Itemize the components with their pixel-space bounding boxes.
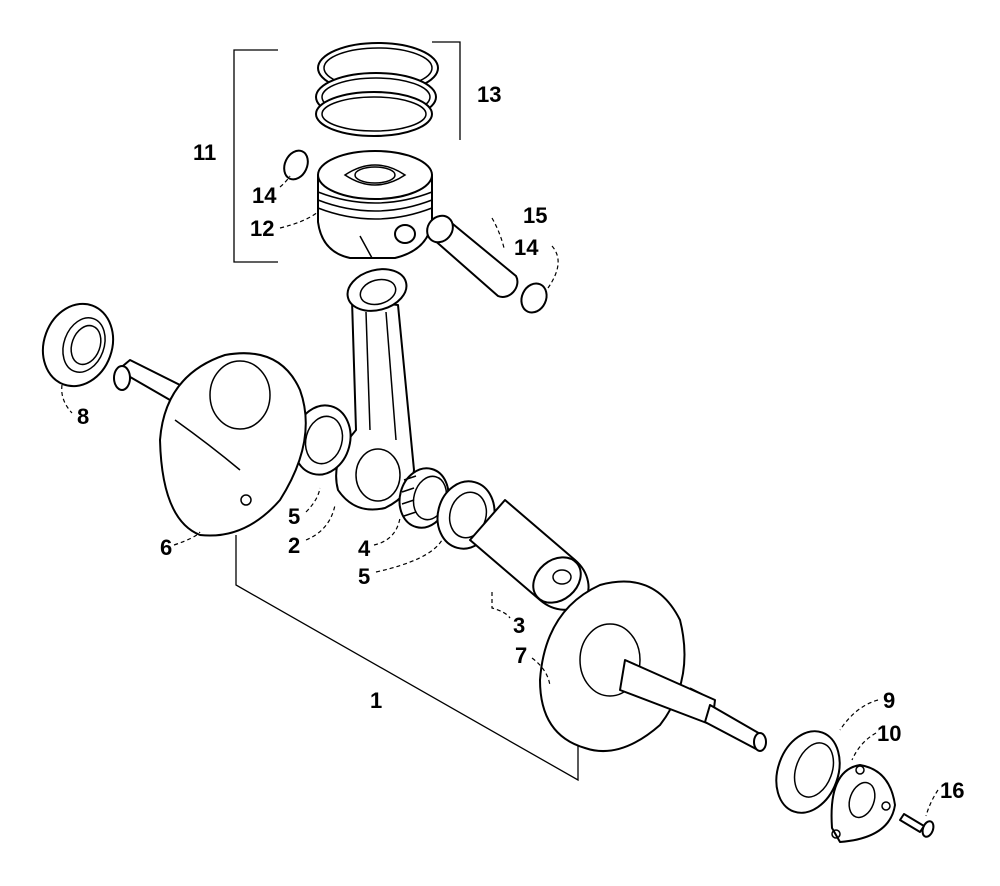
callout-11: 11	[193, 140, 216, 165]
callout-14-upper: 14	[252, 183, 277, 208]
callout-3: 3	[513, 613, 525, 638]
callout-16: 16	[940, 778, 964, 803]
piston	[317, 150, 433, 259]
callout-5-right: 5	[358, 564, 370, 589]
connecting-rod	[335, 268, 415, 511]
piston-pin	[426, 214, 519, 298]
callout-8: 8	[77, 404, 89, 429]
callout-7: 7	[515, 643, 527, 668]
bracket-crankshaft-assembly	[235, 535, 579, 782]
callout-15: 15	[523, 203, 547, 228]
circlip-lower	[520, 282, 548, 314]
leader-lines	[61, 175, 939, 817]
callout-10: 10	[877, 721, 901, 746]
crank-half-right	[539, 580, 767, 752]
crank-half-left	[113, 352, 307, 537]
callout-14-lower: 14	[514, 235, 539, 260]
retainer-plate	[830, 764, 896, 843]
callout-labels: 1 2 3 4 5 5 6 7 8 9 10 11 12 13 14 14 15…	[77, 82, 964, 803]
callout-2: 2	[288, 533, 300, 558]
callout-9: 9	[883, 688, 895, 713]
callout-5-left: 5	[288, 504, 300, 529]
circlip-upper	[283, 149, 309, 181]
callout-6: 6	[160, 535, 172, 560]
callout-4: 4	[358, 536, 371, 561]
callout-13: 13	[477, 82, 501, 107]
screw	[899, 813, 935, 838]
oil-seal-right	[775, 730, 841, 814]
callout-12: 12	[250, 216, 274, 241]
piston-rings	[315, 42, 439, 137]
callout-1: 1	[370, 688, 382, 713]
oil-seal-left	[41, 302, 115, 388]
bracket-piston-rings	[432, 41, 461, 140]
bracket-piston-assembly	[233, 49, 278, 263]
